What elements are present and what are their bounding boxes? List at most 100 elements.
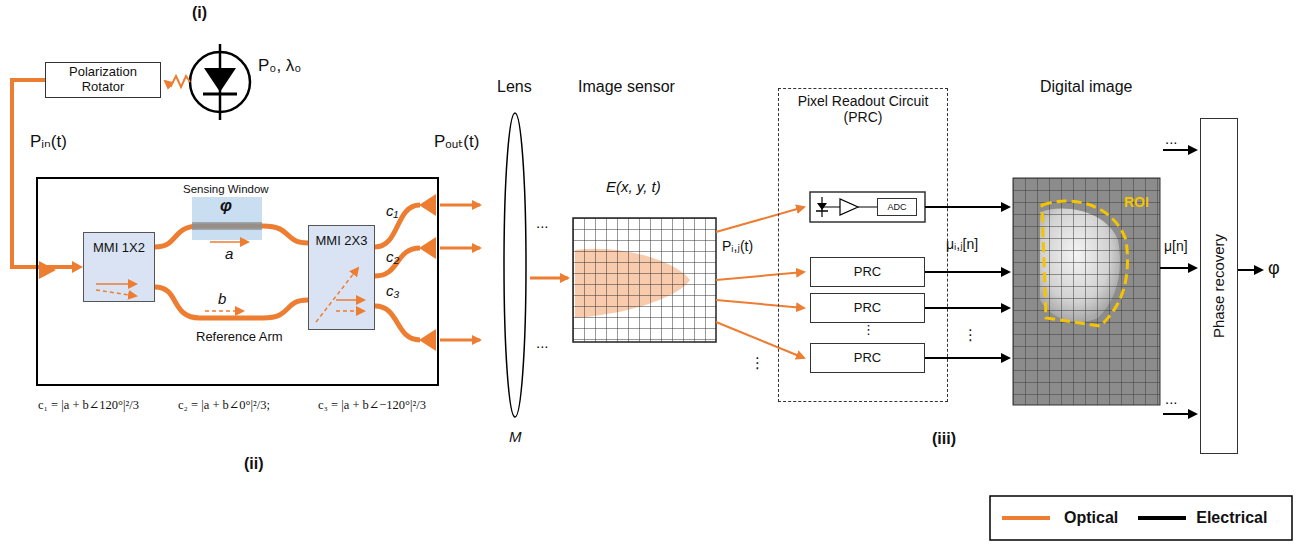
ellipsis: ... xyxy=(536,214,549,231)
output-waveguide xyxy=(375,248,420,276)
readout-chain xyxy=(810,192,925,222)
connector xyxy=(12,80,83,273)
chip-outline xyxy=(37,178,438,385)
legend-text: Electrical xyxy=(1196,509,1267,527)
panel-number: (iii) xyxy=(932,430,956,448)
mmi-fill xyxy=(308,225,375,330)
mmi-box: MMI 2X3 xyxy=(308,225,375,330)
field-name: b xyxy=(218,290,226,307)
digital-signal-line xyxy=(925,357,1009,359)
part-name: Digital image xyxy=(1040,78,1132,96)
chip-outline xyxy=(37,178,438,385)
roi-outline xyxy=(1042,201,1128,326)
readout-chain xyxy=(822,207,840,208)
grating-coupler xyxy=(39,261,56,279)
signal-name: μ[n] xyxy=(1164,238,1188,254)
emission-arrow xyxy=(165,76,190,87)
node-text: MMI 2X3 xyxy=(315,234,367,249)
connector xyxy=(155,287,308,318)
ellipsis: ⋮ xyxy=(750,354,765,371)
field-arrow xyxy=(205,242,248,311)
signal-name: E(x, y, t) xyxy=(606,178,661,195)
output-beam xyxy=(440,204,480,207)
connector-line xyxy=(155,287,308,318)
imaging-beam xyxy=(530,277,568,280)
node-text: PRC xyxy=(854,265,881,280)
pixel-signal-line xyxy=(716,300,804,308)
node-text: PRC xyxy=(854,351,881,366)
phase-input-arrow xyxy=(1160,267,1196,269)
mmi-mode-arrows xyxy=(96,268,364,322)
grating-coupler xyxy=(419,194,436,216)
mmi-mode-arrows xyxy=(96,290,136,296)
laser-diode-symbol xyxy=(203,93,237,96)
readout-chain xyxy=(810,192,925,222)
process-box: Phase recovery xyxy=(1200,118,1238,454)
arrowhead xyxy=(72,261,83,273)
node-text: Pixel Readout Circuit (PRC) xyxy=(785,93,941,125)
legend-sample xyxy=(1002,513,1050,523)
adc-box: ADC xyxy=(877,198,917,216)
connector-line xyxy=(12,80,74,267)
mmi-box: MMI 1X2 xyxy=(83,232,155,302)
port-name: c₃ xyxy=(386,282,399,299)
signal-name: Pₒᵤₜ(t) xyxy=(434,132,479,152)
digital-image xyxy=(1013,178,1160,405)
phase-input-arrow xyxy=(1163,149,1196,151)
emission-arrow xyxy=(165,76,190,87)
image-sensor xyxy=(573,218,716,342)
pixel-signal-line xyxy=(716,207,804,358)
image-sensor xyxy=(573,218,716,342)
phase-output-arrow xyxy=(1238,270,1262,271)
process-box: Polarization Rotator xyxy=(45,62,161,98)
ellipsis: ... xyxy=(536,334,549,351)
mmi-fill xyxy=(83,232,155,302)
image-sensor xyxy=(573,218,716,342)
port-name: c₂ xyxy=(386,248,399,265)
process-box: PRC xyxy=(810,343,925,373)
ellipsis: ... xyxy=(1165,130,1178,147)
field-arrow xyxy=(210,241,248,243)
output-beam xyxy=(440,247,480,250)
equation: c₁ = |a + b∠120°|²/3 xyxy=(38,398,139,412)
digital-signal-line xyxy=(925,206,1009,208)
output-beam xyxy=(440,339,480,342)
legend-sample xyxy=(1138,513,1186,523)
mmi-mode-arrows xyxy=(316,268,358,322)
phase-input-arrow xyxy=(1163,413,1196,415)
digital-signal-line xyxy=(925,307,1009,309)
grating-coupler xyxy=(419,329,436,351)
signal-name: Pᵢ,ⱼ(t) xyxy=(722,238,753,254)
readout-chain xyxy=(840,199,858,215)
grating-coupler xyxy=(39,194,436,351)
mmi-mode-arrows xyxy=(336,299,364,301)
pixel-signal-line xyxy=(716,322,804,358)
digital-signal-line xyxy=(925,271,1009,273)
readout-chain xyxy=(816,210,828,212)
signal-name: P₀, λ₀ xyxy=(258,56,301,76)
sensing-window xyxy=(192,197,262,240)
legend-line xyxy=(1138,516,1186,520)
laser-diode-symbol xyxy=(204,68,236,92)
legend-line xyxy=(1002,516,1050,520)
legend-text: Optical xyxy=(1064,509,1118,527)
sensing-window xyxy=(192,222,262,230)
roi-label: ROI xyxy=(1124,194,1149,210)
legend-box xyxy=(990,496,1292,540)
part-name: Image sensor xyxy=(578,78,675,96)
panel-number: (ii) xyxy=(244,455,264,473)
output-beam xyxy=(440,205,480,340)
node-text: ADC xyxy=(887,202,906,212)
laser-diode-symbol xyxy=(190,44,250,120)
phase-output-arrow xyxy=(1238,269,1262,271)
part-name: Lens xyxy=(497,78,532,96)
digital-image xyxy=(1013,178,1160,405)
process-box: PRC xyxy=(810,257,925,287)
mmi-mode-arrows xyxy=(336,310,364,312)
field-arrow xyxy=(205,310,243,312)
magnification: M xyxy=(509,428,522,445)
part-name: Sensing Window xyxy=(183,183,269,196)
pixel-signal-line xyxy=(716,207,804,232)
digital-image xyxy=(1013,178,1160,405)
imaging-beam xyxy=(530,278,568,279)
